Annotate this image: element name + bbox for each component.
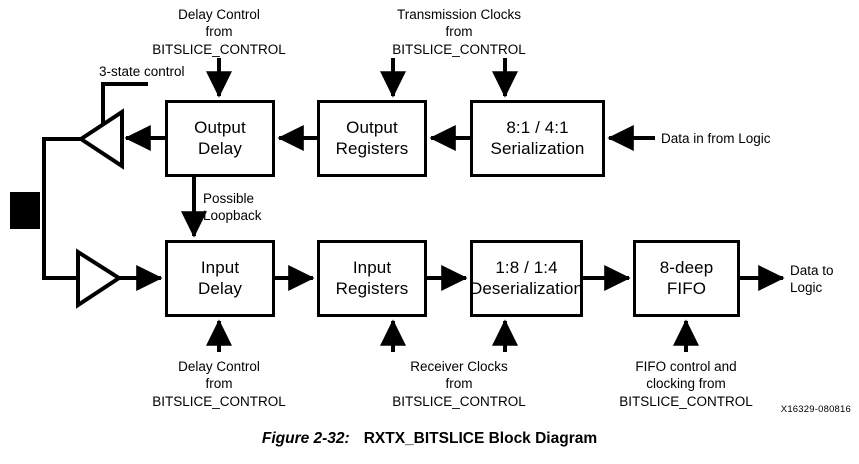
wire-three-state-control bbox=[101, 82, 148, 126]
block-input-delay[interactable]: Input Delay bbox=[165, 240, 275, 317]
block-output-delay[interactable]: Output Delay bbox=[165, 100, 275, 177]
block-output-delay-label: Output Delay bbox=[194, 118, 246, 158]
label-possible-loopback: Possible Loopback bbox=[203, 191, 262, 224]
label-fifo-control: FIFO control and clocking from BITSLICE_… bbox=[619, 359, 753, 409]
label-three-state-control: 3-state control bbox=[99, 64, 185, 79]
label-receiver-clocks: Receiver Clocks from BITSLICE_CONTROL bbox=[392, 359, 526, 409]
block-fifo-label: 8-deep FIFO bbox=[659, 258, 714, 298]
block-output-registers-label: Output Registers bbox=[335, 118, 409, 158]
figure-title: RXTX_BITSLICE Block Diagram bbox=[363, 430, 598, 447]
block-serialization[interactable]: 8:1 / 4:1 Serialization bbox=[470, 100, 605, 177]
label-data-to-logic: Data to Logic bbox=[790, 263, 834, 296]
label-data-in-from-logic: Data in from Logic bbox=[661, 131, 771, 146]
figure-caption: Figure 2-32: RXTX_BITSLICE Block Diagram bbox=[0, 430, 859, 448]
block-serialization-label: 8:1 / 4:1 Serialization bbox=[490, 118, 585, 158]
figure-number: Figure 2-32: bbox=[261, 430, 350, 447]
block-input-delay-label: Input Delay bbox=[198, 258, 242, 298]
block-deserialization[interactable]: 1:8 / 1:4 Deserialization bbox=[470, 240, 583, 317]
block-deserialization-label: 1:8 / 1:4 Deserialization bbox=[470, 258, 583, 298]
io-pad bbox=[10, 192, 40, 229]
block-input-registers[interactable]: Input Registers bbox=[317, 240, 427, 317]
figure-id: X16329-080816 bbox=[780, 404, 851, 415]
label-transmission-clocks: Transmission Clocks from BITSLICE_CONTRO… bbox=[392, 7, 526, 57]
label-delay-control-top: Delay Control from BITSLICE_CONTROL bbox=[152, 7, 286, 57]
block-input-registers-label: Input Registers bbox=[335, 258, 409, 298]
output-buffer-triangle bbox=[77, 108, 124, 170]
label-delay-control-bottom: Delay Control from BITSLICE_CONTROL bbox=[152, 359, 286, 409]
input-buffer-triangle bbox=[76, 248, 123, 309]
block-output-registers[interactable]: Output Registers bbox=[317, 100, 427, 177]
block-fifo[interactable]: 8-deep FIFO bbox=[633, 240, 740, 317]
